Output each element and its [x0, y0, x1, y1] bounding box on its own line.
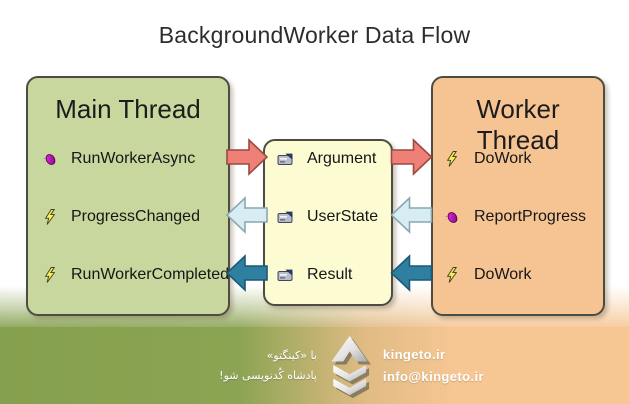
arrow-right-argument [390, 138, 433, 176]
list-item: UserState [265, 206, 378, 228]
event-icon [442, 151, 460, 167]
arrow-left-userstate [226, 196, 268, 234]
footer-email: info@kingeto.ir [382, 368, 484, 384]
main-thread-box: Main Thread RunWorkerAsync ProgressChang… [26, 76, 230, 316]
list-item-label: DoWork [474, 266, 532, 283]
arrow-left-result [390, 254, 433, 292]
list-item-label: Result [307, 266, 353, 283]
list-item: DoWork [433, 148, 532, 170]
method-icon [442, 210, 460, 225]
footer-website: kingeto.ir [382, 347, 446, 363]
buffer-box: Argument UserState Result [263, 139, 393, 306]
list-item: ProgressChanged [28, 206, 200, 228]
list-item: Argument [265, 148, 376, 170]
footer-banner: با «کینگتو» پادشاه کُدنویسی شو! kingeto.… [0, 327, 629, 404]
list-item: DoWork [433, 264, 532, 286]
list-item-label: ProgressChanged [71, 208, 200, 225]
list-item-label: ReportProgress [474, 208, 587, 225]
property-icon [276, 153, 294, 166]
list-item: RunWorkerCompleted [28, 264, 229, 286]
footer-tagline-line2: پادشاه کُدنویسی شو! [219, 368, 317, 382]
list-item-label: RunWorkerAsync [71, 150, 196, 167]
footer-tagline: با «کینگتو» پادشاه کُدنویسی شو! [219, 346, 317, 386]
event-icon [40, 267, 58, 283]
footer-contact: kingeto.ir info@kingeto.ir [383, 344, 484, 387]
page-title: BackgroundWorker Data Flow [158, 22, 471, 48]
property-icon [276, 211, 294, 224]
event-icon [442, 267, 460, 283]
worker-thread-box: Worker Thread DoWork ReportProgress DoWo… [431, 76, 605, 316]
worker-thread-title: Worker Thread [476, 94, 560, 155]
arrow-left-result [226, 254, 268, 292]
list-item-label: RunWorkerCompleted [71, 266, 229, 283]
list-item-label: UserState [307, 208, 379, 225]
property-icon [276, 269, 294, 282]
list-item: RunWorkerAsync [28, 148, 195, 170]
main-thread-title: Main Thread [55, 94, 201, 124]
kingeto-logo-icon [331, 335, 369, 395]
arrow-right-argument [226, 138, 268, 176]
list-item: ReportProgress [433, 206, 586, 228]
arrow-left-userstate [390, 196, 433, 234]
event-icon [40, 209, 58, 225]
method-icon [40, 152, 58, 167]
footer-tagline-line1: با «کینگتو» [266, 348, 317, 362]
list-item: Result [265, 264, 352, 286]
list-item-label: DoWork [474, 150, 532, 167]
list-item-label: Argument [307, 150, 377, 167]
